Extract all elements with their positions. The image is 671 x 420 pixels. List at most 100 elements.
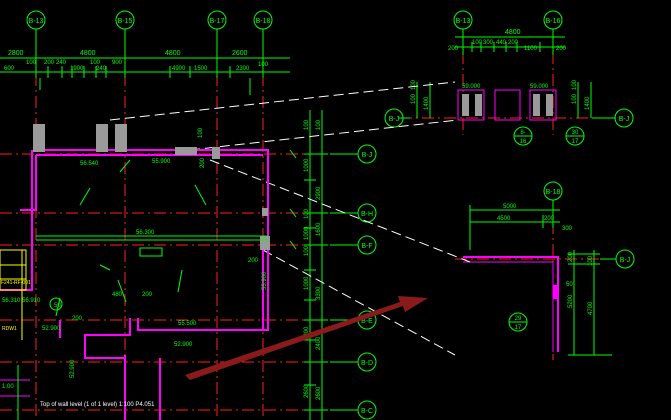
dimension-label: 200 — [200, 157, 206, 168]
dimension-label: 2600 — [304, 384, 310, 398]
grid-bubble-label: B-D — [361, 360, 373, 367]
level-label: 55.900 — [262, 271, 268, 290]
dimension-label: 200 — [556, 46, 567, 52]
dimension-label: 1300 — [304, 326, 310, 340]
detail-bubble-B-J[interactable]: B-J B-J — [384, 108, 634, 128]
level-label: 56.540 — [80, 161, 99, 167]
grid-bubble[interactable]: B-H — [330, 203, 377, 223]
grid-bubble-label: B-13 — [456, 18, 471, 25]
dimension-label: 100 — [572, 79, 578, 90]
note-label: RDW1 — [2, 326, 17, 332]
dimension-label: 100 — [304, 245, 310, 256]
dimension-label: 4700 — [588, 301, 594, 315]
dimension-label: 100 — [472, 40, 483, 46]
dimension-label: 100 — [572, 93, 578, 104]
dimension-label: 100 — [411, 79, 417, 90]
dimension-label: 100 — [90, 60, 101, 66]
dimension-label: 4800 — [80, 50, 96, 57]
level-label: 59.000 — [530, 84, 549, 90]
note-label: 1.00 — [2, 384, 14, 390]
dimension-label: 1000 — [304, 226, 310, 240]
plan-labels: 56.540 55.900 56.300 55.500 52.900 55.90… — [1, 127, 268, 408]
detail-right: 5000 4500 200 300 50 29 17 — [463, 200, 616, 356]
dimension-label: 5200 — [568, 294, 574, 308]
columns — [33, 124, 270, 250]
dimension-label: 200 — [448, 46, 459, 52]
level-label: 52.900 — [70, 359, 76, 378]
grid-bubble[interactable]: B-F — [330, 235, 377, 255]
dimension-label: 1400 — [424, 96, 430, 110]
grid-bubble[interactable]: B-J — [330, 144, 377, 164]
section-tag-top: 29 — [515, 316, 522, 322]
dimension-label: 4800 — [505, 29, 521, 36]
grid-bubble-label: B-F — [361, 243, 372, 250]
dimension-label: 200 — [508, 40, 519, 46]
column — [115, 124, 127, 152]
dimension-label: 100 — [258, 62, 269, 68]
dimension-label: 200 — [44, 60, 55, 66]
column — [260, 236, 270, 250]
column — [96, 124, 108, 152]
plan-top-dimensions: 2800 4800 4800 2600 600 100 200 240 1900… — [0, 50, 290, 95]
grid-bubble-label: B-18 — [546, 189, 561, 196]
grid-bubble[interactable]: B-C — [330, 400, 377, 420]
dimension-label: 480 — [112, 292, 123, 298]
dimension-label: 1900 — [70, 66, 84, 72]
dimension-label: 2600 — [232, 50, 248, 57]
note-label: F241-RF-001 — [1, 280, 31, 286]
grid-bubble-label: B-J — [619, 116, 630, 123]
grid-bubble-label: B-H — [361, 211, 373, 218]
dimension-label: 1400 — [585, 96, 591, 110]
dimension-label: 1000 — [304, 276, 310, 290]
level-label: 55.500 — [178, 321, 197, 327]
dimension-label: 300 — [562, 226, 573, 232]
note-label: 56.310 — [2, 298, 21, 304]
grid-bubble-label: B-E — [361, 318, 373, 325]
drawing-note: Top of wall level (1 of 1 level) 1:100 P… — [40, 402, 155, 408]
plan-walls — [0, 149, 269, 420]
grid-bubble[interactable]: B-D — [330, 352, 377, 372]
grid-bubbles-right: B-J B-H B-F B-E B-D B-C — [330, 144, 377, 420]
dimension-label: 2800 — [8, 50, 24, 57]
dimension-label: 100 — [304, 208, 310, 219]
dimension-label: 50 — [54, 303, 61, 309]
grid-bubble-label: B-17 — [210, 18, 225, 25]
dimension-label: 4500 — [497, 216, 511, 222]
level-label: 59.000 — [462, 84, 481, 90]
detail-right-bubbles[interactable]: B-18 B-J — [543, 181, 635, 269]
dimension-label: 200 — [568, 251, 574, 262]
dimension-label: 2900 — [316, 186, 322, 200]
dimension-label: 200 — [142, 292, 153, 298]
plan-side-dimensions — [289, 110, 328, 420]
grid-bubble-label: B-J — [389, 116, 400, 123]
pointer-arrow — [185, 296, 428, 380]
dimension-label: 100 — [304, 119, 310, 130]
grid-bubble-label: B-J — [362, 152, 373, 159]
dimension-label: 200 — [544, 216, 555, 222]
leader-lines — [109, 81, 471, 356]
level-label: 56.300 — [136, 230, 155, 236]
dimension-label: 1600 — [316, 222, 322, 236]
dimension-label: 4900 — [172, 66, 186, 72]
dimension-label: 100 — [411, 93, 417, 104]
dimension-label: 900 — [112, 60, 123, 66]
dimension-label: 240 — [56, 60, 67, 66]
dimension-label: 100 — [316, 119, 322, 130]
dimension-label: 2600 — [316, 386, 322, 400]
dimension-label: 200 — [248, 258, 259, 264]
column — [212, 147, 220, 159]
level-label: 56.910 — [22, 298, 41, 304]
section-tag-bottom: 16 — [520, 139, 527, 145]
section-tag-top: 8- — [520, 130, 525, 136]
column — [175, 147, 197, 155]
section-tag-top: 30 — [572, 130, 579, 136]
grid-bubble-label: B-J — [620, 257, 631, 264]
dimension-label: 50 — [566, 282, 573, 288]
dimension-label: 300 — [483, 40, 494, 46]
detail-vertical-dimension-labels: 100 1400 100 100 1400 100 — [411, 79, 591, 110]
dimension-label: 100 — [198, 127, 204, 138]
